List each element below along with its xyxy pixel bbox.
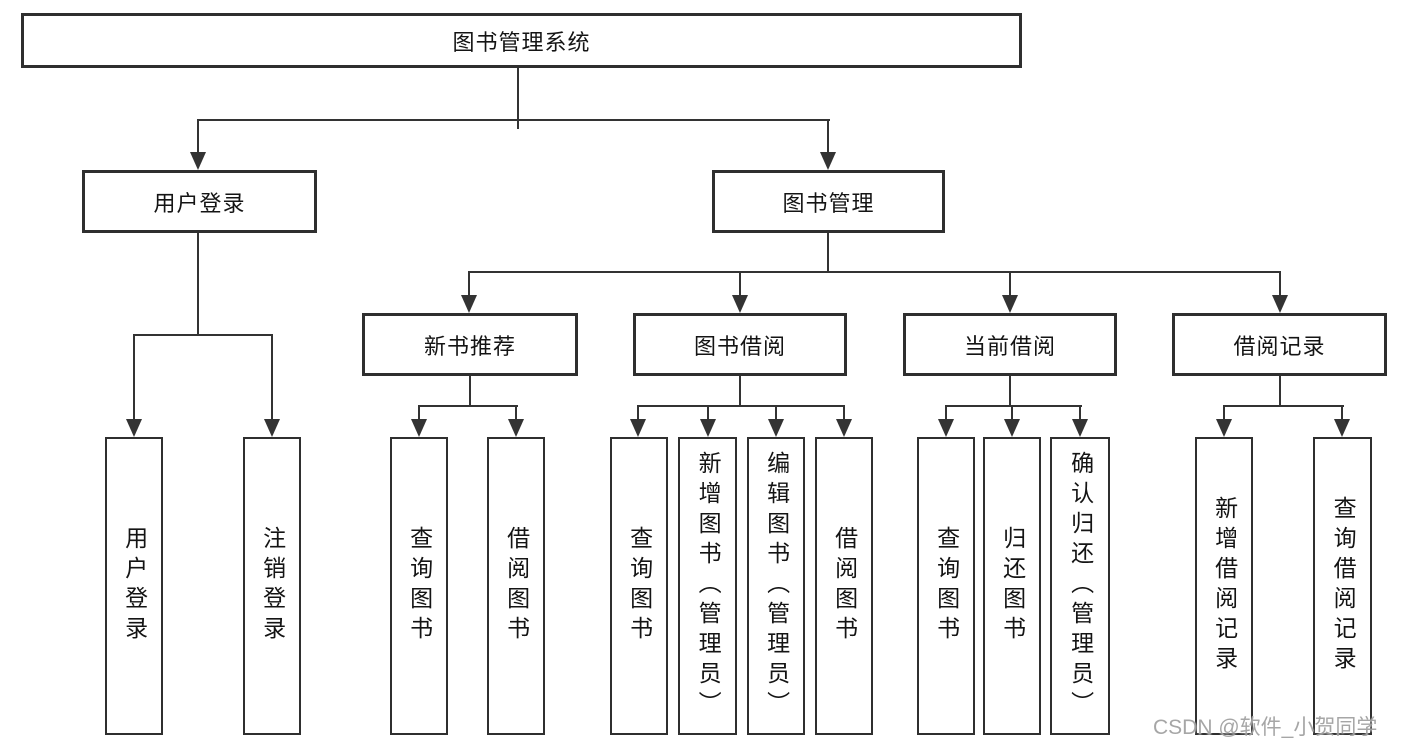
connector-line — [945, 405, 1082, 407]
leaf-edit-books-admin-label: 编辑图书（管理员） — [763, 451, 790, 721]
arrow-down-icon — [411, 419, 427, 437]
connector-line — [469, 376, 471, 407]
connector-line — [133, 334, 273, 336]
leaf-return-books: 归还图书 — [983, 437, 1041, 735]
leaf-user-login-label: 用户登录 — [121, 526, 148, 646]
connector-line — [707, 405, 709, 423]
node-borrowing-records: 借阅记录 — [1172, 313, 1387, 376]
leaf-user-login: 用户登录 — [105, 437, 163, 735]
arrow-down-icon — [1272, 295, 1288, 313]
connector-line — [1079, 405, 1081, 423]
connector-line — [843, 405, 845, 423]
leaf-add-borrow-record: 新增借阅记录 — [1195, 437, 1253, 735]
csdn-watermark: CSDN @软件_小贺同学 — [1153, 716, 1378, 739]
connector-line — [197, 233, 199, 336]
connector-line — [197, 119, 199, 159]
connector-line — [1009, 376, 1011, 407]
leaf-logout-label: 注销登录 — [259, 526, 286, 646]
arrow-down-icon — [126, 419, 142, 437]
connector-line — [197, 119, 830, 121]
leaf-query-books-current: 查询图书 — [917, 437, 975, 735]
connector-line — [133, 334, 135, 424]
arrow-down-icon — [820, 152, 836, 170]
arrow-down-icon — [630, 419, 646, 437]
leaf-query-books-borrowing: 查询图书 — [610, 437, 668, 735]
connector-line — [1223, 405, 1344, 407]
connector-line — [517, 68, 519, 121]
connector-line — [945, 405, 947, 423]
arrow-down-icon — [1004, 419, 1020, 437]
leaf-query-borrow-record-label: 查询借阅记录 — [1330, 496, 1357, 676]
node-book-management-label: 图书管理 — [782, 190, 875, 216]
connector-line — [418, 405, 420, 423]
connector-line — [739, 271, 741, 299]
connector-line — [1011, 405, 1013, 423]
connector-line — [827, 119, 829, 159]
node-current-borrowing: 当前借阅 — [903, 313, 1117, 376]
leaf-query-books-borrowing-label: 查询图书 — [626, 526, 653, 646]
node-book-management: 图书管理 — [712, 170, 945, 233]
arrow-down-icon — [732, 295, 748, 313]
connector-line — [468, 271, 470, 299]
leaf-edit-books-admin: 编辑图书（管理员） — [747, 437, 805, 735]
connector-line — [637, 405, 845, 407]
arrow-down-icon — [938, 419, 954, 437]
connector-line — [827, 233, 829, 273]
node-book-borrowing: 图书借阅 — [633, 313, 847, 376]
node-root-label: 图书管理系统 — [452, 29, 591, 55]
connector-line — [1341, 405, 1343, 423]
leaf-query-books-current-label: 查询图书 — [933, 526, 960, 646]
connector-line — [517, 120, 519, 129]
node-new-book-recommendation-label: 新书推荐 — [423, 333, 516, 359]
arrow-down-icon — [1334, 419, 1350, 437]
leaf-borrow-books-label: 借阅图书 — [831, 526, 858, 646]
leaf-add-books-admin: 新增图书（管理员） — [678, 437, 737, 735]
arrow-down-icon — [190, 152, 206, 170]
connector-line — [637, 405, 639, 423]
leaf-borrow-books: 借阅图书 — [815, 437, 873, 735]
leaf-logout: 注销登录 — [243, 437, 301, 735]
connector-line — [271, 334, 273, 424]
leaf-borrow-books-recommendation-label: 借阅图书 — [503, 526, 530, 646]
leaf-add-borrow-record-label: 新增借阅记录 — [1211, 496, 1238, 676]
connector-line — [468, 271, 1281, 273]
connector-line — [1223, 405, 1225, 423]
leaf-query-books-recommendation: 查询图书 — [390, 437, 448, 735]
leaf-confirm-return-admin: 确认归还（管理员） — [1050, 437, 1110, 735]
arrow-down-icon — [264, 419, 280, 437]
connector-line — [1279, 271, 1281, 299]
node-borrowing-records-label: 借阅记录 — [1233, 333, 1326, 359]
node-user-login-label: 用户登录 — [153, 190, 246, 216]
leaf-add-books-admin-label: 新增图书（管理员） — [695, 451, 722, 721]
arrow-down-icon — [836, 419, 852, 437]
node-root: 图书管理系统 — [21, 13, 1022, 68]
connector-line — [1009, 271, 1011, 299]
node-new-book-recommendation: 新书推荐 — [362, 313, 578, 376]
connector-line — [515, 405, 517, 423]
leaf-query-borrow-record: 查询借阅记录 — [1313, 437, 1372, 735]
leaf-confirm-return-admin-label: 确认归还（管理员） — [1067, 451, 1094, 721]
arrow-down-icon — [1072, 419, 1088, 437]
node-book-borrowing-label: 图书借阅 — [693, 333, 786, 359]
leaf-query-books-recommendation-label: 查询图书 — [406, 526, 433, 646]
arrow-down-icon — [461, 295, 477, 313]
leaf-borrow-books-recommendation: 借阅图书 — [487, 437, 545, 735]
arrow-down-icon — [768, 419, 784, 437]
connector-line — [418, 405, 518, 407]
node-current-borrowing-label: 当前借阅 — [963, 333, 1056, 359]
arrow-down-icon — [1216, 419, 1232, 437]
arrow-down-icon — [1002, 295, 1018, 313]
connector-line — [1279, 376, 1281, 407]
leaf-return-books-label: 归还图书 — [999, 526, 1026, 646]
node-user-login: 用户登录 — [82, 170, 317, 233]
arrow-down-icon — [508, 419, 524, 437]
connector-line — [739, 376, 741, 407]
arrow-down-icon — [700, 419, 716, 437]
connector-line — [775, 405, 777, 423]
